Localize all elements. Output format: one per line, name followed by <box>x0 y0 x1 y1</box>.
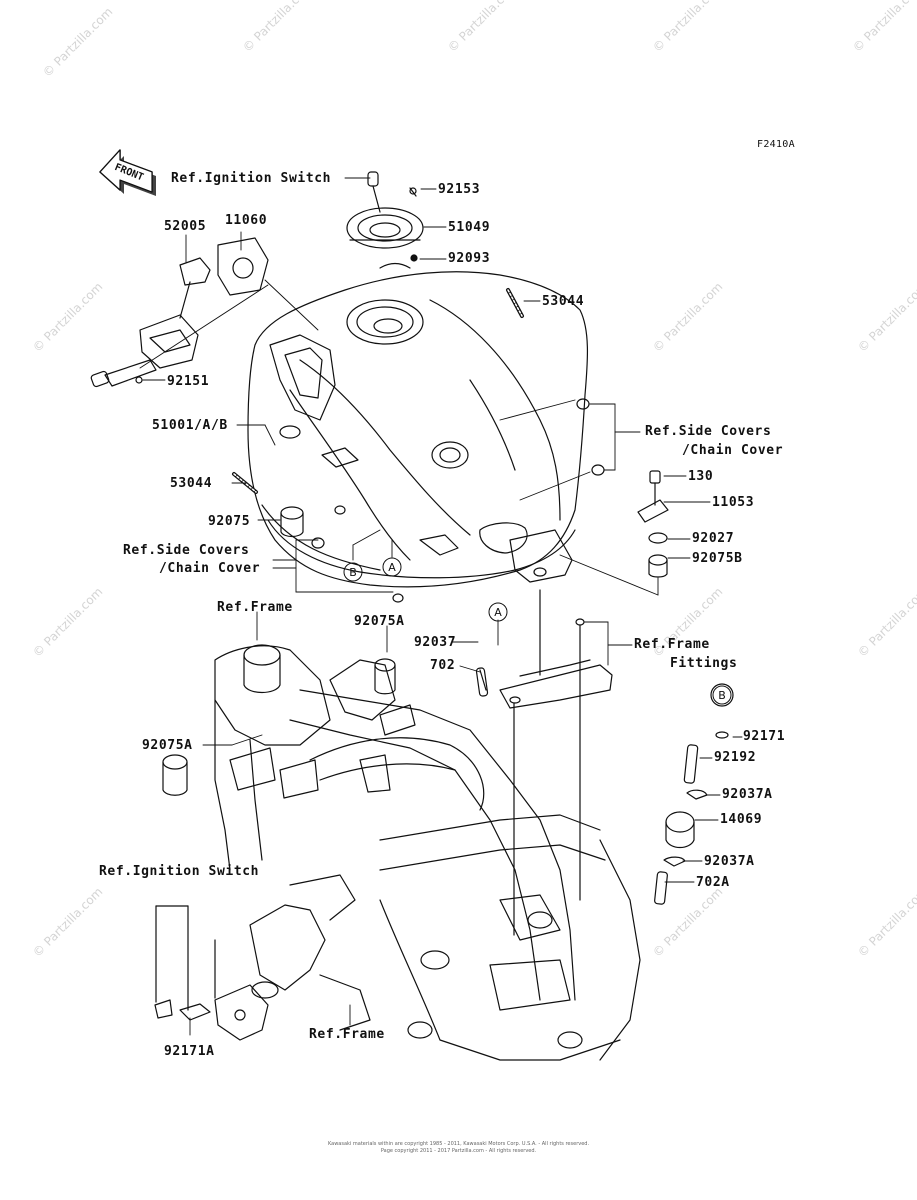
callout-ref-ignition-switch-bottom: Ref.Ignition Switch <box>99 864 260 879</box>
callout-part-702a: 702A <box>696 875 730 890</box>
callout-part-92037a-1: 92037A <box>722 787 773 802</box>
callout-part-51001: 51001/A/B <box>152 418 228 433</box>
frame-fitting-bracket <box>475 589 613 936</box>
marker-a-1-text: A <box>388 561 396 574</box>
callout-ref-side-covers-right: Ref.Side Covers <box>645 424 772 439</box>
copyright-line-2: Page copyright 2011 - 2017 Partzilla.com… <box>380 1148 537 1154</box>
fuel-cock <box>90 237 269 388</box>
callout-part-11060: 11060 <box>225 213 268 228</box>
marker-b-1 <box>343 562 363 582</box>
callout-part-92037a-2: 92037A <box>704 854 755 869</box>
frame <box>162 644 641 1061</box>
callout-part-130: 130 <box>688 469 714 484</box>
callout-part-92171a: 92171A <box>164 1044 215 1059</box>
callout-ref-frame-bottom: Ref.Frame <box>309 1027 385 1042</box>
damper-92075 <box>280 506 304 538</box>
fuel-cap-assembly <box>346 171 424 269</box>
callout-part-92075: 92075 <box>208 514 251 529</box>
callout-ref-chain-cover-left: /Chain Cover <box>159 561 261 576</box>
hose-53044 <box>506 288 524 318</box>
callout-part-53044-left: 53044 <box>170 476 213 491</box>
callout-part-92093: 92093 <box>448 251 491 266</box>
marker-a-2 <box>488 602 508 622</box>
callout-ref-side-covers-left: Ref.Side Covers <box>123 543 250 558</box>
marker-a-1 <box>382 557 402 577</box>
callout-ref-ignition-switch: Ref.Ignition Switch <box>171 171 332 186</box>
marker-a-2-text: A <box>494 606 502 619</box>
callout-part-92075b: 92075B <box>692 551 743 566</box>
callout-part-92075a-left: 92075A <box>142 738 193 753</box>
callout-part-92171: 92171 <box>743 729 786 744</box>
callout-part-92075a-top: 92075A <box>354 614 405 629</box>
callout-ref-frame-top: Ref.Frame <box>217 600 293 615</box>
callout-part-92153: 92153 <box>438 182 481 197</box>
mount-130-11053 <box>637 470 669 578</box>
ignition-switch-bracket <box>154 874 371 1041</box>
callout-part-14069: 14069 <box>720 812 763 827</box>
callout-ref-fittings: Fittings <box>670 656 738 671</box>
marker-b-2 <box>712 685 732 705</box>
circle-markers <box>343 557 732 705</box>
callout-ref-chain-cover-right: /Chain Cover <box>682 443 784 458</box>
copyright-line-1: Kawasaki materials within are copyright … <box>327 1141 590 1147</box>
front-arrow-icon <box>99 149 156 196</box>
callout-part-11053: 11053 <box>712 495 755 510</box>
marker-b-2-text: B <box>718 689 726 702</box>
callout-part-92037: 92037 <box>414 635 457 650</box>
figure-code: F2410A <box>757 139 795 150</box>
callout-part-92027: 92027 <box>692 531 735 546</box>
fuel-tank <box>247 271 605 603</box>
callout-part-51049: 51049 <box>448 220 491 235</box>
callout-part-92151: 92151 <box>167 374 210 389</box>
callout-part-53044-top: 53044 <box>542 294 585 309</box>
callout-part-52005: 52005 <box>164 219 207 234</box>
callout-ref-frame-fittings: Ref.Frame <box>634 637 710 652</box>
callout-part-92192: 92192 <box>714 750 757 765</box>
leader-lines <box>139 177 743 1036</box>
callout-part-702: 702 <box>430 658 456 673</box>
marker-b-1-text: B <box>349 566 357 579</box>
